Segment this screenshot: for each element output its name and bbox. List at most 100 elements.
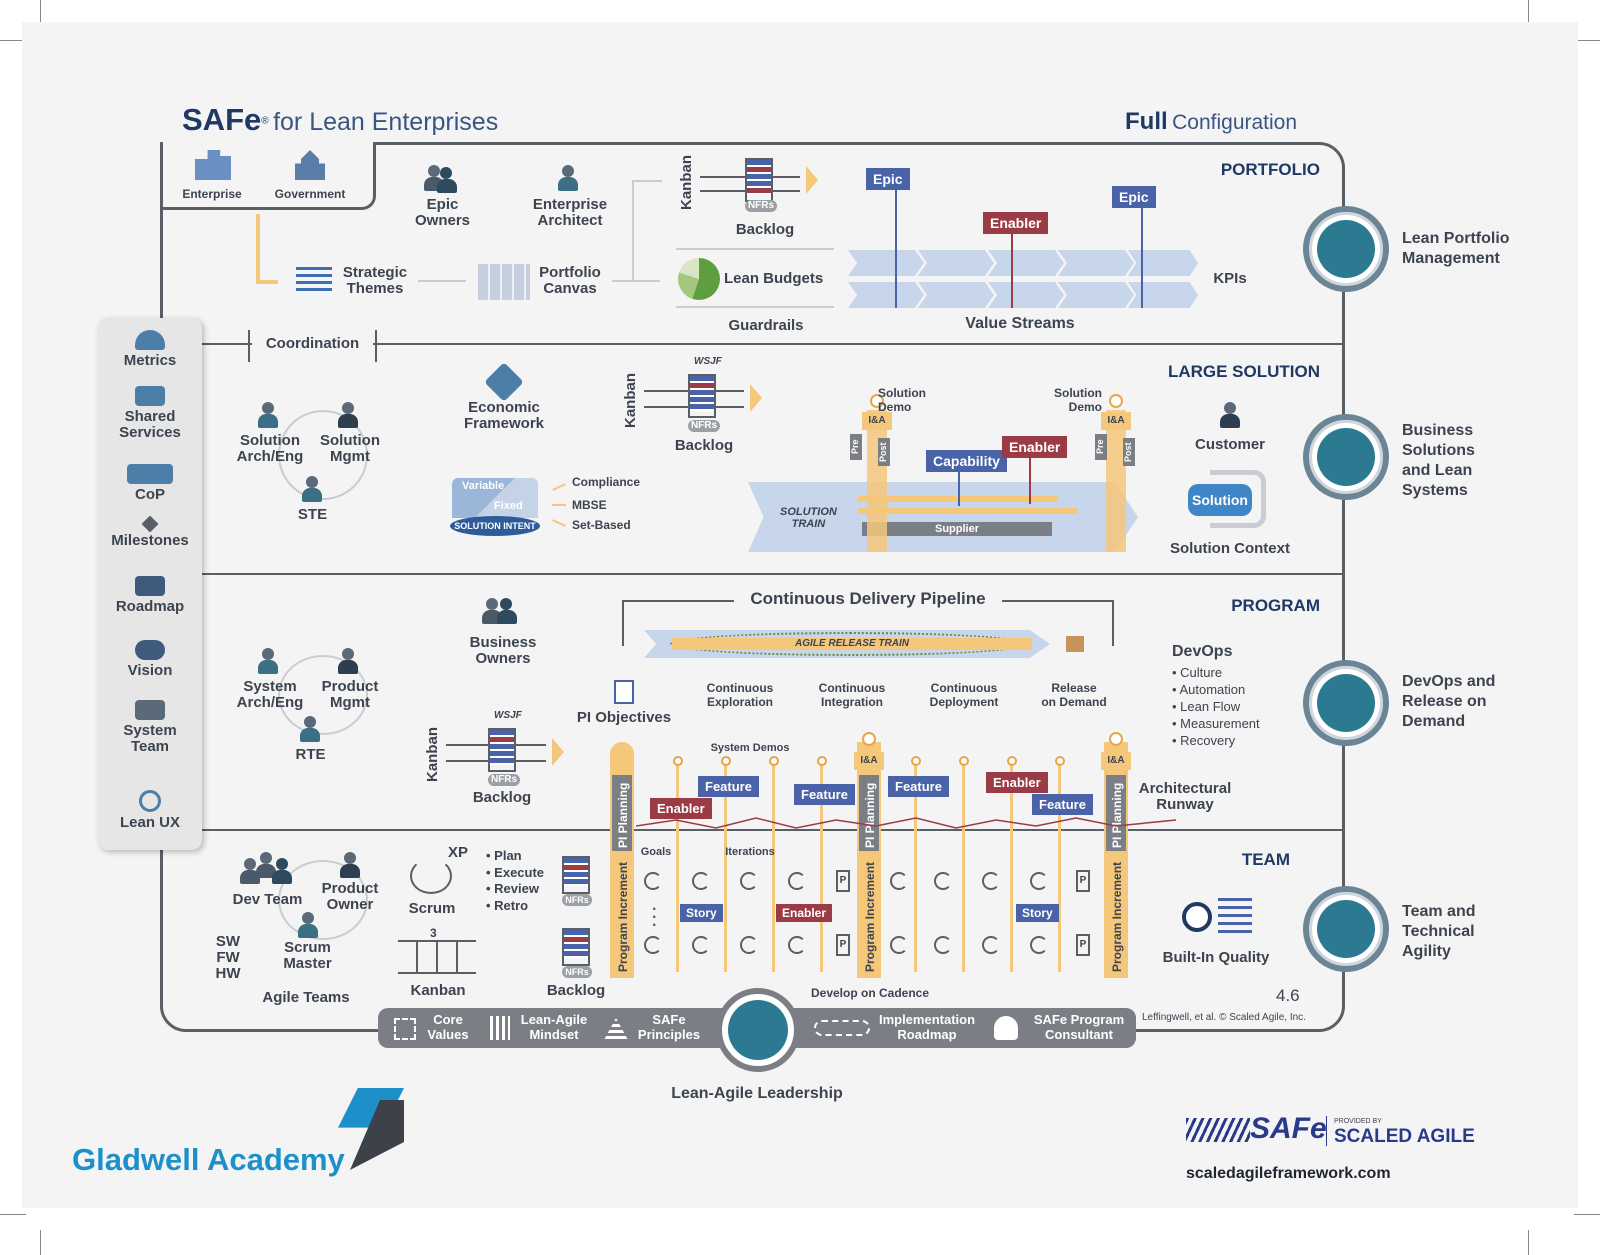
team-roles-ring	[278, 860, 368, 940]
program-backlog-label: Backlog	[472, 789, 532, 806]
scrum-cycle-icon	[410, 858, 452, 894]
team-nfrs-2: NFRs	[562, 966, 592, 978]
team-backlog-stack-2	[562, 928, 590, 966]
crop-mark	[1528, 0, 1529, 26]
cdp-bracket	[1112, 600, 1114, 646]
value-stream-chevron	[1058, 282, 1134, 308]
spanning-item-milestones: Milestones	[98, 515, 202, 549]
system-team-gear-icon	[135, 700, 165, 720]
product-owner-line1: Product	[321, 880, 379, 897]
solution-demo-left-line2: Demo	[878, 400, 912, 414]
scrum-events-list: • Plan • Execute • Review • Retro	[486, 848, 544, 914]
demo-pole	[724, 762, 727, 972]
epic-owners-line2: Owners	[414, 212, 471, 229]
rod-line2: on Demand	[1041, 695, 1107, 709]
budgets-line	[676, 248, 834, 250]
government-label: Government	[274, 187, 346, 201]
epic-tag: Epic	[866, 168, 910, 190]
guardrails-label: Guardrails	[728, 317, 804, 334]
iteration-icon	[1030, 936, 1048, 954]
scrum-label: Scrum	[408, 900, 456, 917]
ls-enabler-pole	[1029, 456, 1031, 504]
iteration-icon	[788, 872, 806, 890]
enabler-pole	[1011, 232, 1013, 308]
value-stream-chevron	[988, 282, 1064, 308]
crop-mark	[1574, 1214, 1600, 1215]
team-enabler-tag: Enabler	[776, 904, 833, 922]
ce-line2: Exploration	[706, 695, 773, 709]
program-backlog-stack	[488, 728, 516, 772]
demo-marker	[769, 756, 779, 766]
program-increment-label-3: Program Increment	[1110, 861, 1124, 972]
demo-pole	[1058, 762, 1061, 972]
strategic-themes-line2: Themes	[346, 280, 404, 297]
solution-demo-right-line1: Solution	[1054, 386, 1102, 400]
themes-arrow	[418, 280, 466, 282]
value-stream-chevron	[918, 250, 994, 276]
rte-label: RTE	[295, 746, 326, 763]
dev-team-label: Dev Team	[232, 891, 303, 908]
solution-badge: Solution	[1188, 484, 1252, 516]
solution-demo-right-line2: Demo	[1068, 400, 1102, 414]
solution-roles-ring	[278, 410, 368, 500]
enabler-tag: Enabler	[983, 212, 1049, 234]
program-ia-1: I&A	[854, 752, 884, 770]
cd-line2: Deployment	[929, 695, 999, 709]
metrics-icon	[135, 330, 165, 350]
system-arch-line2: Arch/Eng	[236, 694, 304, 711]
demo-pole	[914, 762, 917, 972]
compliance-label: Compliance	[572, 475, 641, 489]
safe-logo-text: SAFe	[1250, 1112, 1327, 1145]
level-program: PROGRAM	[1231, 596, 1320, 615]
solution-arch-line1: Solution	[240, 432, 300, 449]
coordination-bracket	[375, 330, 377, 362]
solution-train-line2: TRAIN	[791, 518, 826, 530]
iteration-icon	[890, 872, 908, 890]
product-owner-line2: Owner	[326, 896, 374, 913]
cdp-title: Continuous Delivery Pipeline	[750, 589, 986, 608]
solution-intent-wedge	[452, 478, 538, 518]
demo-pole	[772, 762, 775, 972]
product-mgmt-line2: Mgmt	[330, 694, 370, 711]
canvas-up-link	[632, 180, 634, 280]
iteration-icon	[982, 936, 1000, 954]
iteration-icon	[982, 872, 1000, 890]
budgets-line	[676, 306, 834, 308]
team-kanban-board-icon	[398, 940, 476, 974]
solution-context-label: Solution Context	[1170, 540, 1290, 557]
scrum-master-line2: Master	[283, 955, 332, 972]
pre-label-left: Pre	[850, 434, 862, 460]
ls-kanban-label: Kanban	[622, 372, 639, 428]
system-arch-line1: System	[243, 678, 297, 695]
economic-framework-line1: Economic	[468, 399, 540, 416]
program-enabler-tag-2: Enabler	[986, 772, 1048, 793]
demo-marker	[1055, 756, 1065, 766]
demo-pole	[676, 762, 679, 972]
devops-release-icon	[1303, 660, 1389, 746]
demo-pole	[820, 762, 823, 972]
page-title: SAFe® for Lean Enterprises	[182, 102, 499, 137]
program-nfrs: NFRs	[488, 774, 520, 786]
built-in-quality-label: Built-In Quality	[1162, 949, 1270, 966]
program-enabler-tag-1: Enabler	[650, 798, 712, 819]
business-owners-line2: Owners	[475, 650, 531, 667]
solution-train-chevron	[748, 482, 1138, 552]
scrum-event: • Review	[486, 881, 539, 896]
core-values-icon	[394, 1018, 416, 1040]
program-increment-label-1: Program Increment	[616, 861, 630, 972]
crop-mark	[0, 1214, 26, 1215]
epic-pole	[1141, 206, 1143, 308]
coordination-label: Coordination	[265, 335, 360, 352]
ce-line1: Continuous	[706, 681, 774, 695]
strategic-themes-icon	[296, 267, 332, 295]
cd-line1: Continuous	[930, 681, 998, 695]
fw-label: FW	[216, 949, 240, 966]
pi-planning-bar-2	[859, 775, 879, 851]
intent-ray	[552, 504, 566, 506]
demo-marker	[1007, 756, 1017, 766]
coordination-bracket	[248, 330, 250, 362]
solution-demo-marker	[870, 394, 884, 408]
level-team: TEAM	[1241, 850, 1290, 869]
product-mgmt-line1: Product	[321, 678, 379, 695]
